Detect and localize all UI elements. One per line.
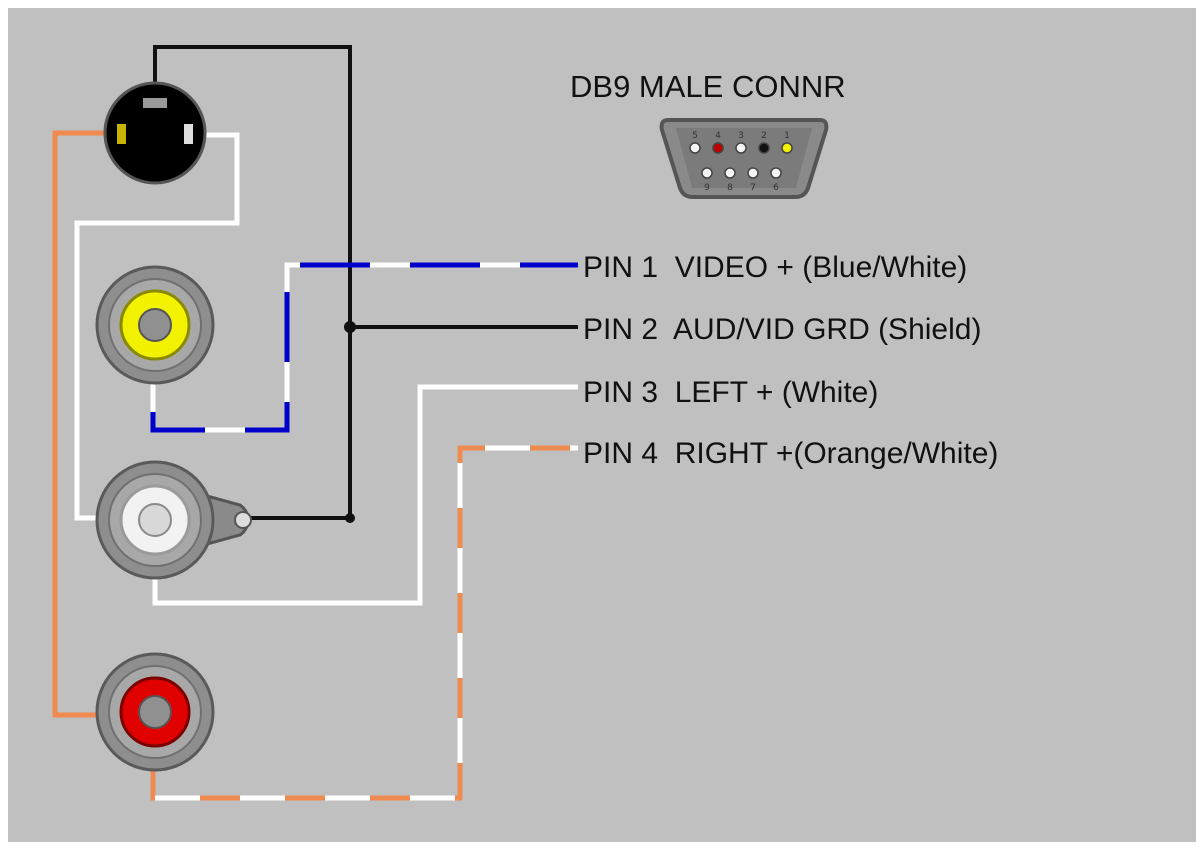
mini-din-connector — [103, 81, 207, 185]
pin-4-label: PIN 4 RIGHT +(Orange/White) — [583, 437, 998, 470]
pin-1-label: PIN 1 VIDEO + (Blue/White) — [583, 251, 967, 284]
db9-pin-number: 7 — [750, 183, 756, 193]
mini-din-top-pin — [143, 98, 167, 108]
db9-male-connector: 5 4 3 2 1 9 8 7 6 — [659, 118, 829, 199]
rca-red-connector — [95, 652, 215, 772]
db9-pin-number: 2 — [761, 131, 767, 141]
db9-pin-number: 9 — [704, 183, 710, 193]
ground-junction-dot — [344, 321, 356, 333]
ground-junction-dot-lower — [345, 513, 355, 523]
video-wire-blue-white — [150, 262, 578, 433]
ground-wire — [153, 45, 578, 520]
pin-2-label: PIN 2 AUD/VID GRD (Shield) — [583, 313, 981, 346]
mini-din-right-pin — [184, 124, 193, 144]
db9-pin-number: 3 — [738, 131, 744, 141]
pin-3-label: PIN 3 LEFT + (White) — [583, 376, 878, 409]
db9-pin-number: 5 — [692, 131, 698, 141]
db9-title: DB9 MALE CONNR — [570, 69, 846, 104]
rca-white-connector — [95, 460, 252, 580]
mini-din-left-pin — [117, 124, 126, 144]
db9-pin-number: 4 — [715, 131, 721, 141]
rca-yellow-connector — [95, 265, 215, 385]
db9-pin-number: 6 — [773, 183, 779, 193]
db9-pin-number: 8 — [727, 183, 733, 193]
db9-pin-number: 1 — [784, 131, 790, 141]
mini-din-white-wire — [74, 132, 240, 521]
